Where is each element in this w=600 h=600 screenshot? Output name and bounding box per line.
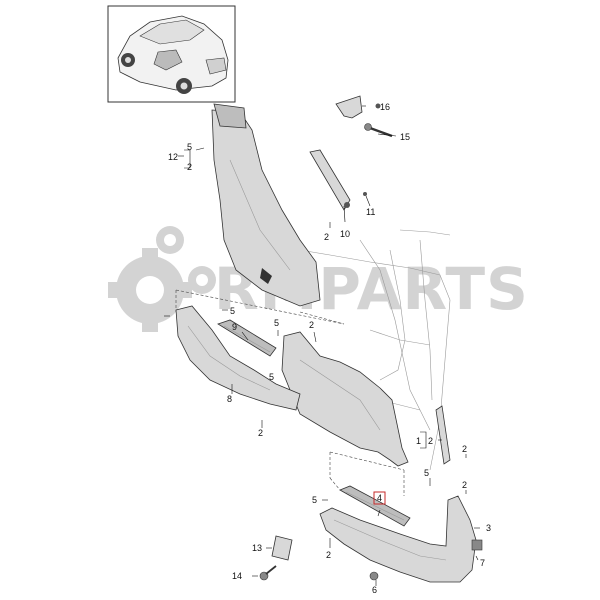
bracket-16 — [335, 95, 381, 119]
callout-5: 5 — [230, 306, 235, 316]
callout-15: 15 — [400, 132, 410, 142]
callout-8: 8 — [227, 394, 232, 404]
gear-icon — [108, 226, 216, 332]
sill-trim-8 — [175, 305, 301, 411]
screw-15 — [364, 123, 393, 138]
callout-12: 12 — [168, 152, 178, 162]
vehicle-thumbnail — [107, 5, 236, 103]
callout-9: 9 — [232, 322, 237, 332]
callout-14: 14 — [232, 571, 242, 581]
bracket-10 — [309, 149, 351, 223]
callout-11: 11 — [366, 207, 375, 217]
callout-4: 4 — [377, 493, 382, 503]
callout-5: 5 — [274, 318, 279, 328]
callout-5: 5 — [312, 495, 317, 505]
callout-2: 2 — [309, 320, 314, 330]
callout-16: 16 — [380, 102, 390, 112]
callout-2: 2 — [326, 550, 331, 560]
bracket-13 — [271, 535, 293, 561]
strip-1 — [435, 405, 451, 465]
callout-6: 6 — [372, 585, 377, 595]
lower-pillar-trim — [281, 331, 409, 467]
callout-2: 2 — [258, 428, 263, 438]
callout-1: 1 — [416, 436, 421, 446]
callout-5: 5 — [424, 468, 429, 478]
callout-2: 2 — [462, 444, 467, 454]
callout-2: 2 — [462, 480, 467, 490]
leader-lines — [164, 105, 480, 586]
callout-2: 2 — [428, 436, 433, 446]
callout-2: 2 — [187, 162, 192, 172]
clip-7 — [471, 539, 483, 551]
callout-13: 13 — [252, 543, 262, 553]
clip-11 — [363, 192, 371, 207]
screw-14 — [259, 565, 277, 581]
callout-7: 7 — [480, 558, 485, 568]
scuff-plate-4 — [339, 485, 411, 527]
callout-3: 3 — [486, 523, 491, 533]
callout-10: 10 — [340, 229, 350, 239]
watermark: RMPARTS — [108, 226, 528, 332]
screw-6 — [369, 571, 379, 581]
assembly-lines — [175, 289, 405, 496]
highlight-box — [373, 491, 386, 505]
callout-5: 5 — [269, 372, 274, 382]
callout-5: 5 — [187, 142, 192, 152]
callout-labels: 16 15 12 5 2 11 2 10 5 5 9 2 5 8 2 1 2 2… — [168, 102, 491, 595]
sill-trim-3 — [319, 495, 477, 583]
callout-2: 2 — [324, 232, 329, 242]
upper-pillar-trim — [211, 103, 321, 307]
